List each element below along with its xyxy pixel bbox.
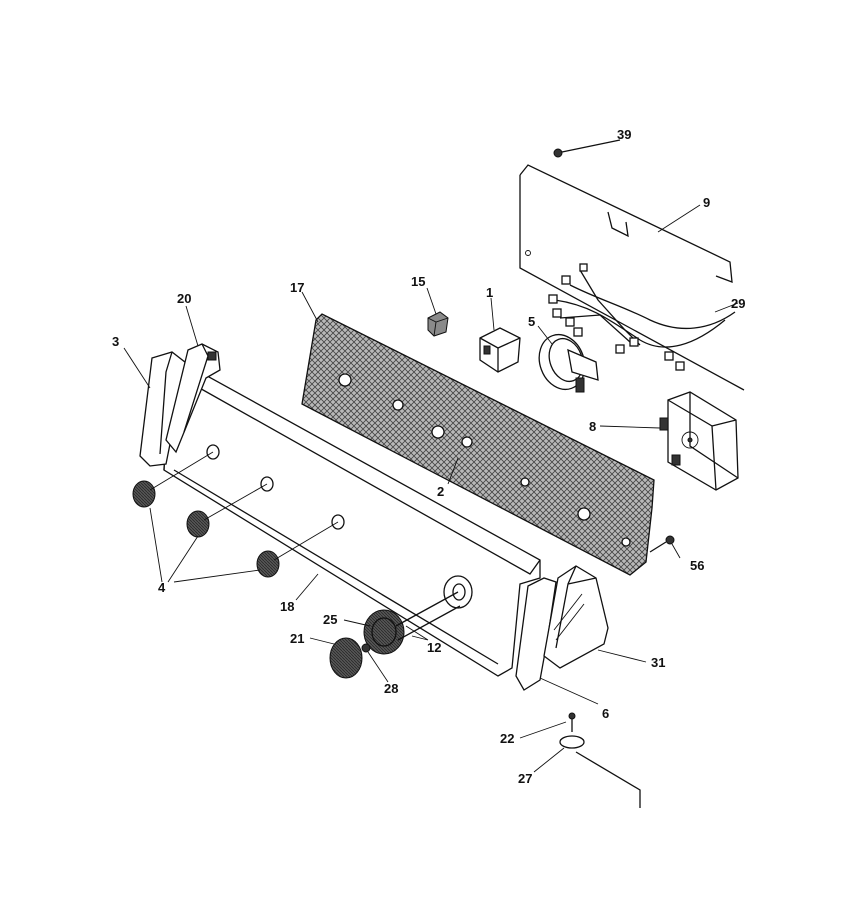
callout-2: 2 xyxy=(437,484,444,499)
selector-switch xyxy=(479,327,521,373)
screw-and-clip xyxy=(559,712,641,808)
callout-39: 39 xyxy=(617,127,631,142)
left-end-cap xyxy=(139,343,221,467)
callout-12: 12 xyxy=(427,640,441,655)
callout-18: 18 xyxy=(280,599,294,614)
screw-56 xyxy=(649,535,675,553)
callout-21: 21 xyxy=(290,631,304,646)
callout-25: 25 xyxy=(323,612,337,627)
callout-31: 31 xyxy=(651,655,665,670)
pressure-switch xyxy=(538,333,599,393)
callout-1: 1 xyxy=(486,285,493,300)
callout-28: 28 xyxy=(384,681,398,696)
callout-8-timer: 8 xyxy=(589,419,596,434)
callout-3: 3 xyxy=(112,334,119,349)
callout-9: 9 xyxy=(703,195,710,210)
wire-harness xyxy=(548,263,736,371)
callout-17: 17 xyxy=(290,280,304,295)
callout-20: 20 xyxy=(177,291,191,306)
callout-5: 5 xyxy=(528,314,535,329)
callout-labels: 39 9 29 15 1 5 17 20 3 8 2 56 4 18 25 21… xyxy=(112,127,745,786)
push-switch xyxy=(427,311,449,337)
mounting-bracket xyxy=(301,313,655,576)
timer-module xyxy=(659,391,739,491)
callout-15: 15 xyxy=(411,274,425,289)
callout-6: 6 xyxy=(602,706,609,721)
leader-lines xyxy=(123,204,739,773)
small-knobs xyxy=(132,451,339,578)
timer-knob-assembly xyxy=(329,591,461,679)
right-end-cap xyxy=(515,565,609,691)
rear-cover-panel xyxy=(519,139,745,391)
callout-22: 22 xyxy=(500,731,514,746)
callout-56: 56 xyxy=(690,558,704,573)
callout-27: 27 xyxy=(518,771,532,786)
callout-4: 4 xyxy=(158,580,166,595)
callout-29: 29 xyxy=(731,296,745,311)
